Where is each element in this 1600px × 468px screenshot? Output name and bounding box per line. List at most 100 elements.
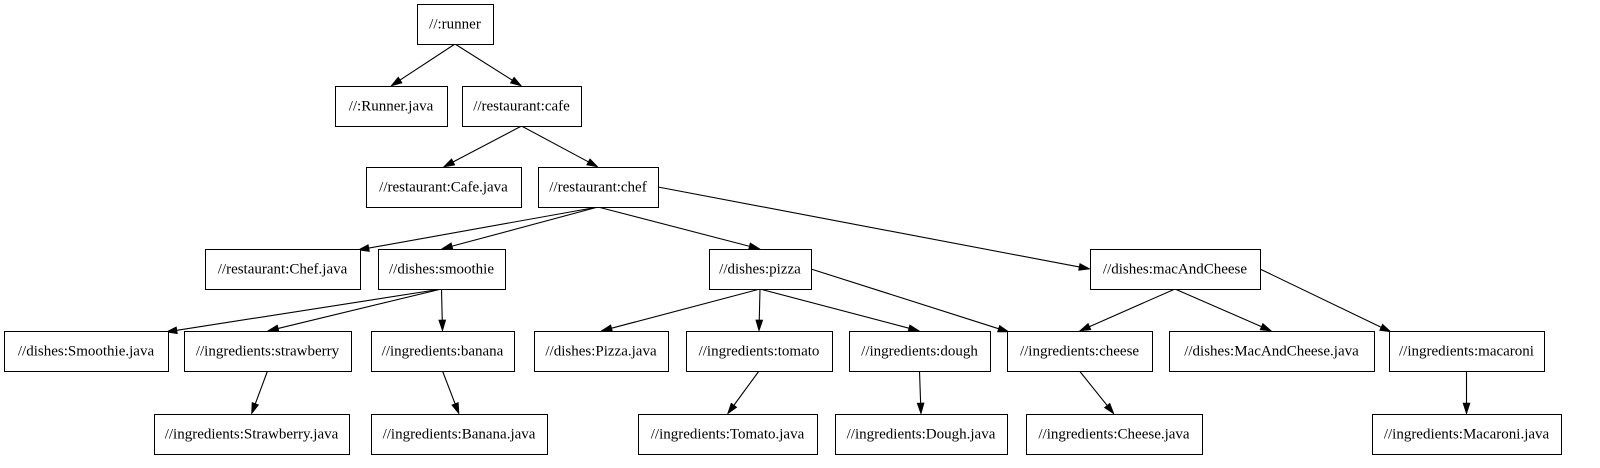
graph-edge <box>266 288 442 333</box>
graph-node[interactable]: //ingredients:banana <box>371 331 515 372</box>
graph-edge <box>916 370 925 415</box>
node-rect[interactable] <box>849 331 991 372</box>
graph-node[interactable]: //ingredients:dough <box>849 331 991 372</box>
node-rect[interactable] <box>538 167 659 208</box>
graph-edge <box>1174 288 1273 332</box>
graph-node[interactable]: //ingredients:Banana.java <box>371 414 548 455</box>
node-label: //dishes:pizza <box>719 261 801 277</box>
graph-node[interactable]: //ingredients:Strawberry.java <box>154 414 350 455</box>
edge-arrowhead-icon <box>509 76 523 87</box>
edge-arrowhead-icon <box>440 242 454 250</box>
graph-node[interactable]: //ingredients:tomato <box>686 331 833 372</box>
edge-line <box>1174 288 1262 328</box>
graph-node[interactable]: //ingredients:Cheese.java <box>1026 414 1203 455</box>
graph-node[interactable]: //dishes:Pizza.java <box>534 331 669 372</box>
node-rect[interactable] <box>1169 331 1375 372</box>
edge-line <box>521 125 589 163</box>
graph-edge <box>1259 268 1392 333</box>
node-label: //ingredients:cheese <box>1020 343 1139 359</box>
node-rect[interactable] <box>709 249 812 290</box>
graph-node[interactable]: //ingredients:Macaroni.java <box>1372 414 1562 455</box>
node-label: //ingredients:tomato <box>699 343 820 359</box>
graph-node[interactable]: //ingredients:Dough.java <box>835 414 1008 455</box>
graph-node[interactable]: //restaurant:Chef.java <box>205 249 361 290</box>
node-rect[interactable] <box>205 249 361 290</box>
node-label: //:Runner.java <box>349 98 434 114</box>
node-label: //ingredients:Banana.java <box>383 426 536 442</box>
edge-arrowhead-icon <box>1078 263 1091 271</box>
node-rect[interactable] <box>1026 414 1203 455</box>
graph-edge <box>438 288 447 332</box>
node-rect[interactable] <box>1090 249 1261 290</box>
graph-node[interactable]: //dishes:smoothie <box>378 249 506 290</box>
graph-node[interactable]: //ingredients:cheese <box>1007 331 1153 372</box>
edge-line <box>176 288 442 331</box>
node-rect[interactable] <box>184 331 352 372</box>
node-rect[interactable] <box>366 167 522 208</box>
edge-line <box>759 288 910 329</box>
edge-line <box>454 43 513 81</box>
graph-edge <box>726 370 760 415</box>
node-rect[interactable] <box>335 86 448 127</box>
edge-arrowhead-icon <box>586 158 599 168</box>
edge-line <box>611 288 761 329</box>
node-label: //dishes:smoothie <box>389 261 494 277</box>
graph-node[interactable]: //dishes:Smoothie.java <box>4 331 169 372</box>
node-label: //dishes:MacAndCheese.java <box>1184 343 1359 359</box>
edge-line <box>918 370 922 404</box>
edge-arrowhead-icon <box>451 402 460 415</box>
graph-node[interactable]: //restaurant:cafe <box>462 86 582 127</box>
edge-line <box>451 206 599 247</box>
node-label: //restaurant:chef <box>549 179 646 195</box>
edge-line <box>441 370 456 404</box>
node-rect[interactable] <box>4 331 169 372</box>
node-rect[interactable] <box>378 249 506 290</box>
node-rect[interactable] <box>1389 331 1545 372</box>
node-rect[interactable] <box>154 414 350 455</box>
node-rect[interactable] <box>638 414 818 455</box>
node-label: //:runner <box>429 16 481 32</box>
edge-line <box>597 206 750 247</box>
node-label: //restaurant:Cafe.java <box>379 179 508 195</box>
graph-node[interactable]: //restaurant:chef <box>538 167 659 208</box>
edge-arrowhead-icon <box>916 402 925 415</box>
graph-edge <box>1079 370 1115 415</box>
graph-node[interactable]: //ingredients:strawberry <box>184 331 352 372</box>
node-rect[interactable] <box>534 331 669 372</box>
node-label: //ingredients:strawberry <box>196 343 340 359</box>
node-rect[interactable] <box>1007 331 1153 372</box>
graph-node[interactable]: //restaurant:Cafe.java <box>366 167 522 208</box>
node-rect[interactable] <box>371 414 548 455</box>
graph-node[interactable]: //ingredients:Tomato.java <box>638 414 818 455</box>
graph-edge <box>440 206 599 250</box>
graph-node[interactable]: //dishes:pizza <box>709 249 812 290</box>
graph-node[interactable]: //:Runner.java <box>335 86 448 127</box>
node-rect[interactable] <box>835 414 1008 455</box>
edge-arrowhead-icon <box>390 76 403 87</box>
edge-arrowhead-icon <box>997 324 1010 333</box>
edge-arrowhead-icon <box>1103 402 1115 415</box>
node-label: //dishes:Pizza.java <box>545 343 657 359</box>
node-label: //ingredients:Dough.java <box>847 426 996 442</box>
node-label: //dishes:macAndCheese <box>1103 261 1247 277</box>
graph-node[interactable]: //ingredients:macaroni <box>1389 331 1545 372</box>
graph-edge <box>165 288 442 335</box>
graph-node[interactable]: //dishes:macAndCheese <box>1090 249 1261 290</box>
node-rect[interactable] <box>1372 414 1562 455</box>
graph-edge <box>441 370 460 415</box>
edge-line <box>733 370 760 406</box>
graph-node[interactable]: //:runner <box>417 4 494 45</box>
graph-edge <box>600 288 761 332</box>
graph-node[interactable]: //dishes:MacAndCheese.java <box>1169 331 1375 372</box>
graph-edge <box>251 370 269 415</box>
edge-layer <box>165 43 1471 415</box>
node-rect[interactable] <box>462 86 582 127</box>
graph-edge <box>390 43 456 87</box>
node-rect[interactable] <box>417 4 494 45</box>
node-rect[interactable] <box>371 331 515 372</box>
edge-arrowhead-icon <box>600 324 613 332</box>
node-rect[interactable] <box>686 331 833 372</box>
edge-line <box>1259 268 1382 328</box>
